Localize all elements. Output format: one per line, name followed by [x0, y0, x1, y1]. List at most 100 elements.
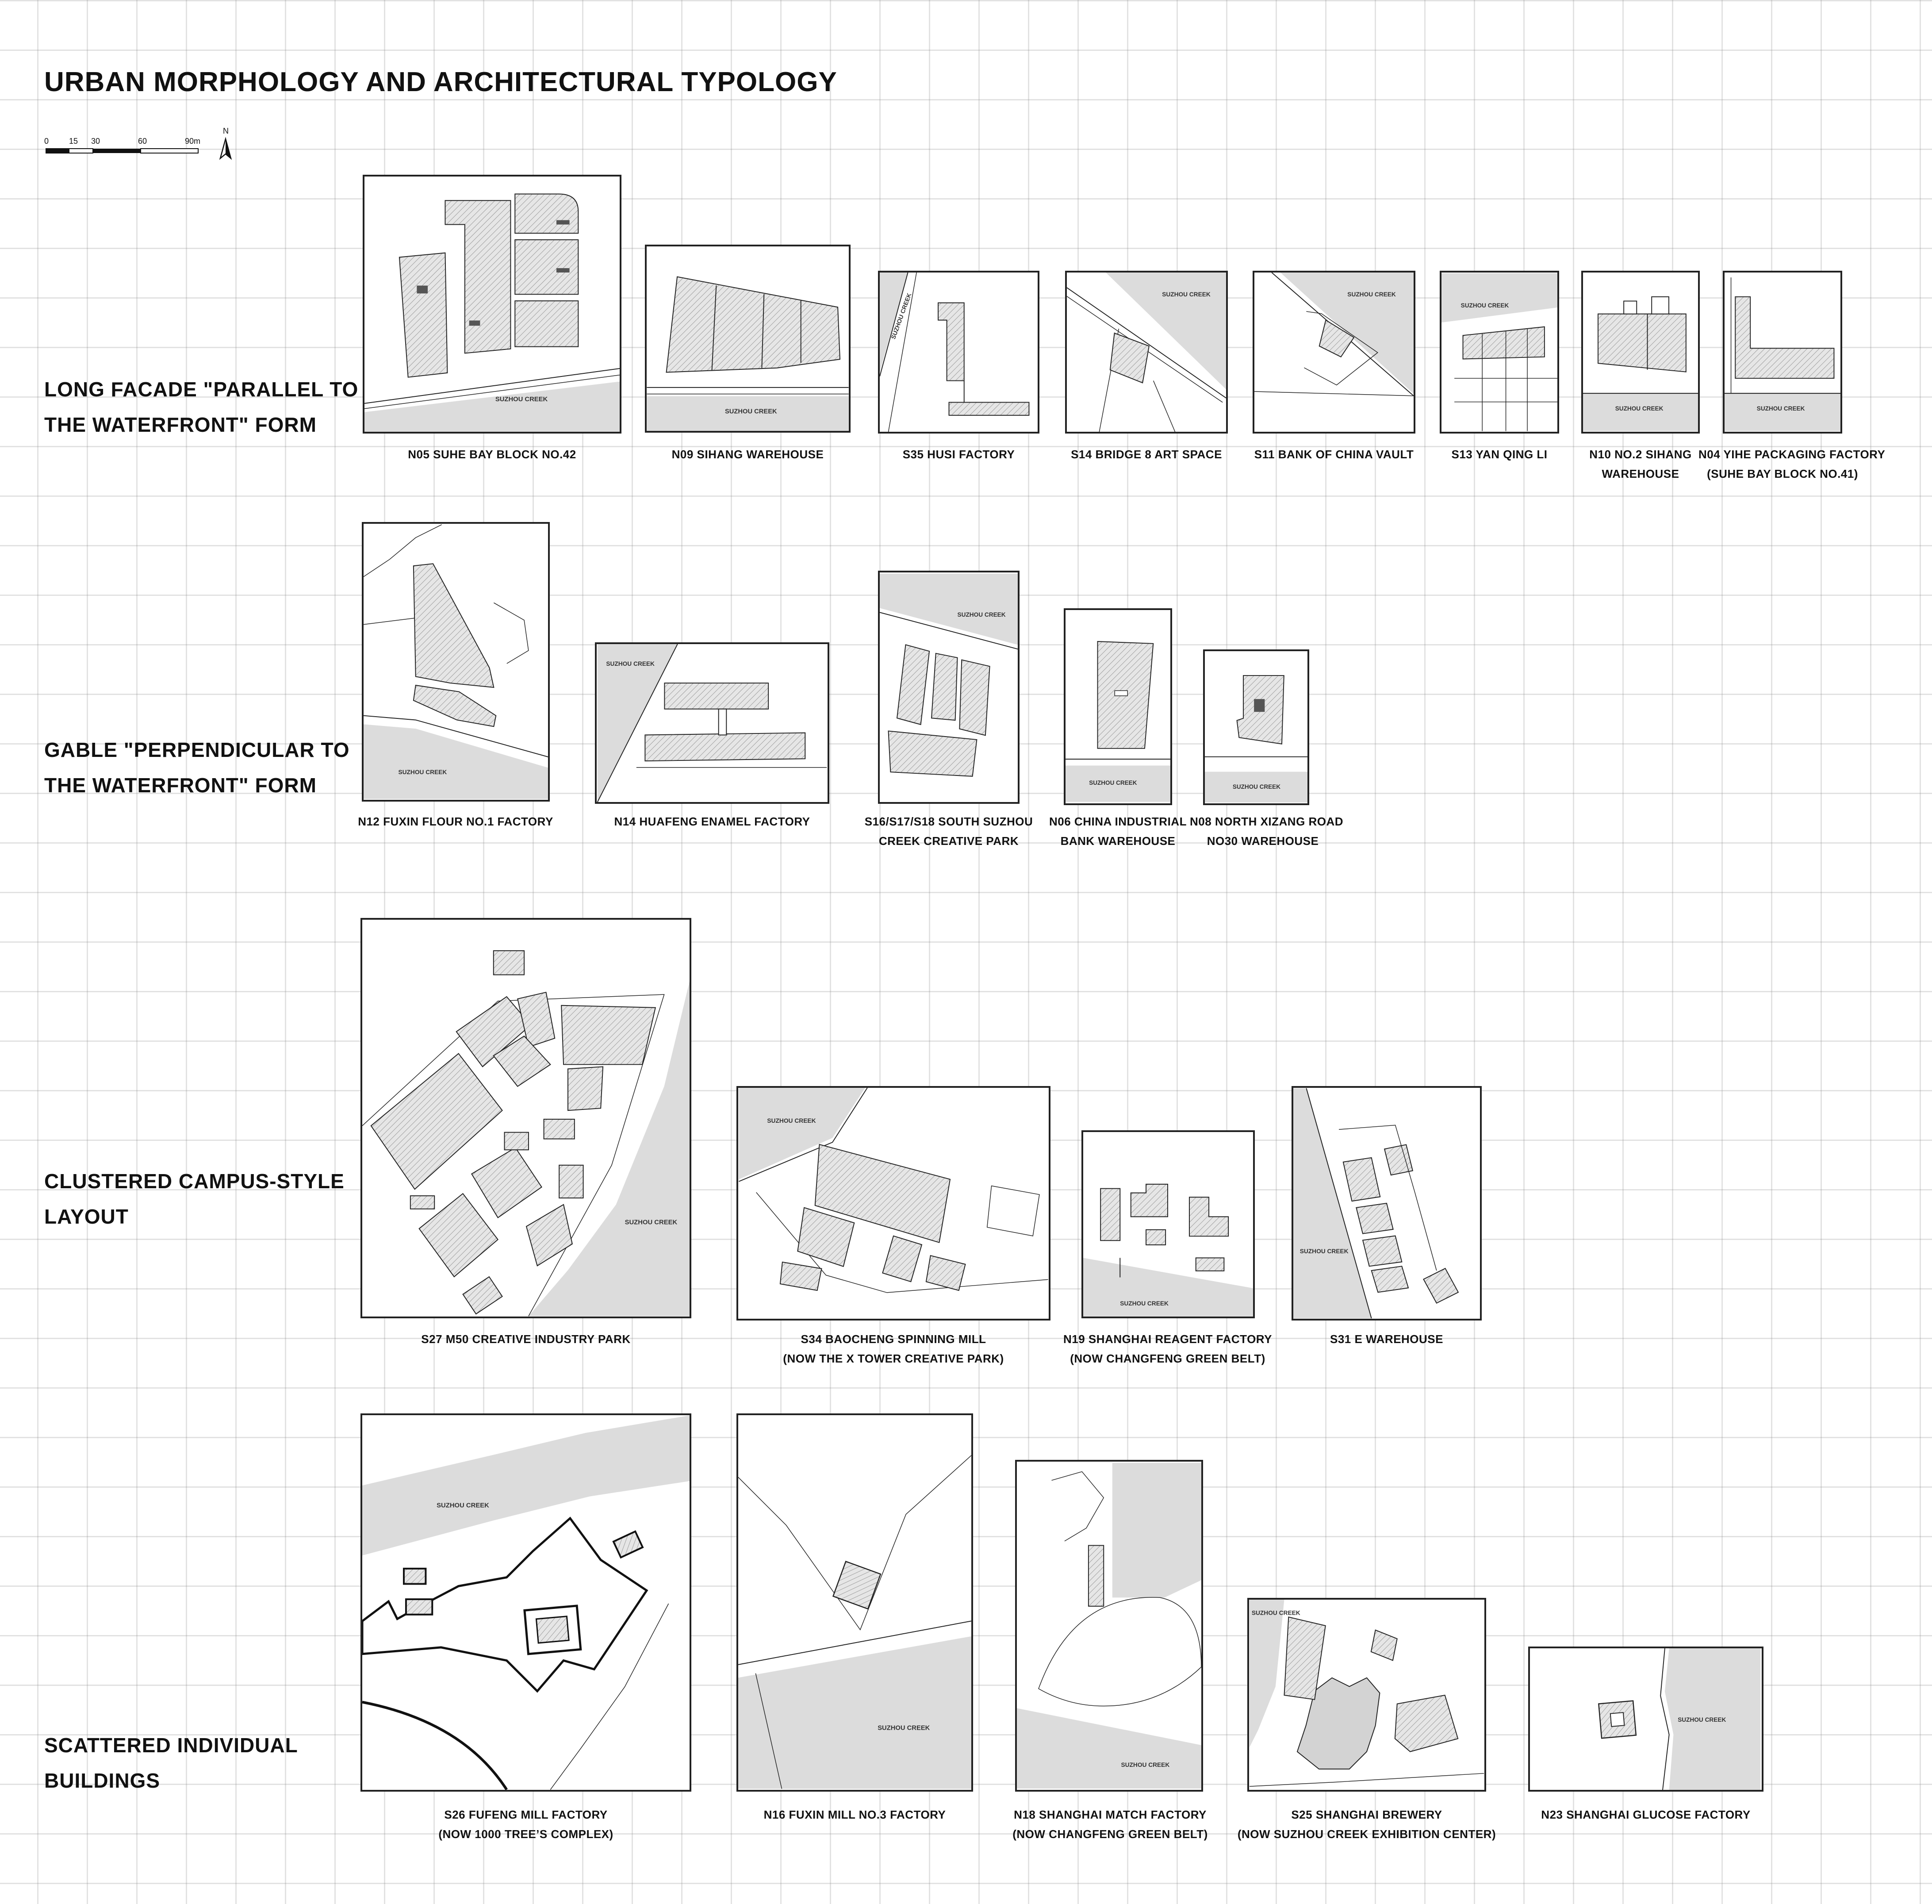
water-area — [528, 981, 690, 1317]
caption-n19: N19 SHANGHAI REAGENT FACTORY(NOW CHANGFE… — [1063, 1332, 1272, 1365]
building — [525, 1204, 573, 1267]
building — [413, 563, 494, 688]
plan-n14: SUZHOU CREEK — [595, 642, 829, 804]
caption-s31: S31 E WAREHOUSE — [1330, 1332, 1443, 1346]
water-label: SUZHOU CREEK — [1252, 1609, 1300, 1616]
water-label: SUZHOU CREEK — [606, 660, 655, 667]
building — [1356, 1202, 1394, 1234]
plan-n18: SUZHOU CREEK — [1015, 1460, 1203, 1792]
plan-n05: SUZHOU CREEK — [363, 175, 621, 434]
water-area — [880, 573, 1018, 645]
building — [362, 1516, 648, 1693]
water-area — [1083, 1258, 1253, 1317]
plan-s13: SUZHOU CREEK — [1440, 271, 1559, 434]
building — [514, 300, 579, 347]
caption-n23: N23 SHANGHAI GLUCOSE FACTORY — [1541, 1808, 1751, 1821]
category-clustered: CLUSTERED CAMPUS-STYLE LAYOUT — [44, 1163, 363, 1234]
plan-n19: SUZHOU CREEK — [1081, 1130, 1255, 1318]
building — [644, 732, 806, 762]
building — [931, 653, 958, 721]
water-area — [1441, 273, 1557, 323]
building — [1284, 1616, 1326, 1700]
caption-s26: S26 FUFENG MILL FACTORY(NOW 1000 TREE’S … — [438, 1808, 613, 1841]
caption-n04: N04 YIHE PACKAGING FACTORY(SUHE BAY BLOC… — [1698, 448, 1886, 480]
building — [1130, 1183, 1168, 1217]
building — [938, 302, 965, 381]
building — [882, 1235, 923, 1282]
building — [1384, 1144, 1414, 1176]
building — [410, 1195, 435, 1209]
plan-s31: SUZHOU CREEK — [1292, 1086, 1482, 1321]
water-label: SUZHOU CREEK — [495, 396, 548, 403]
building — [779, 1261, 822, 1291]
building — [561, 1005, 656, 1065]
water-area — [1280, 273, 1414, 394]
water-label: SUZHOU CREEK — [1678, 1716, 1726, 1723]
scale-tick-30: 30 — [91, 137, 100, 146]
svg-text:N: N — [223, 127, 229, 135]
building — [514, 193, 579, 234]
caption-n18: N18 SHANGHAI MATCH FACTORY(NOW CHANGFENG… — [1012, 1808, 1208, 1841]
caption-n16: N16 FUXIN MILL NO.3 FACTORY — [763, 1808, 946, 1821]
building — [1371, 1266, 1409, 1293]
water-label: SUZHOU CREEK — [1120, 1300, 1169, 1307]
building — [612, 1530, 644, 1559]
water-label: SUZHOU CREEK — [1089, 779, 1137, 786]
building — [405, 1598, 433, 1616]
category-label-line: BUILDINGS — [44, 1769, 160, 1792]
building — [559, 1164, 584, 1199]
building — [543, 1118, 575, 1140]
scale-bar: 0 15 30 60 90m N — [44, 127, 232, 160]
building — [514, 239, 579, 295]
building — [504, 1132, 529, 1151]
building — [1342, 1157, 1381, 1202]
water-area — [1066, 765, 1170, 802]
water-label: SUZHOU CREEK — [767, 1117, 816, 1124]
page-title: URBAN MORPHOLOGY AND ARCHITECTURAL TYPOL… — [44, 67, 837, 97]
category-label-line: CLUSTERED CAMPUS-STYLE — [44, 1170, 345, 1193]
plan-n12: SUZHOU CREEK — [362, 522, 550, 802]
building — [493, 1035, 551, 1087]
caption-n05: N05 SUHE BAY BLOCK NO.42 — [408, 448, 576, 461]
category-parallel: LONG FACADE "PARALLEL TO THE WATERFRONT"… — [44, 372, 363, 442]
plan-n10: SUZHOU CREEK — [1581, 271, 1700, 434]
building — [1100, 1188, 1121, 1241]
water-area — [1664, 1648, 1761, 1790]
building — [1146, 1229, 1166, 1246]
caption-s25: S25 SHANGHAI BREWERY(NOW SUZHOU CREEK EX… — [1237, 1808, 1496, 1841]
caption-s34: S34 BAOCHENG SPINNING MILL(NOW THE X TOW… — [783, 1332, 1004, 1365]
water-area — [647, 396, 849, 431]
plan-s35: SUZHOU CREEK — [878, 271, 1039, 434]
water-area — [738, 1636, 971, 1789]
water-area — [739, 1088, 865, 1179]
building — [445, 200, 511, 354]
plan-n08: SUZHOU CREEK — [1203, 649, 1309, 805]
scale-tick-0: 0 — [44, 137, 49, 146]
water-label: SUZHOU CREEK — [1757, 405, 1805, 412]
water-area — [364, 724, 548, 799]
caption-s27: S27 M50 CREATIVE INDUSTRY PARK — [421, 1332, 631, 1346]
category-label-line: LAYOUT — [44, 1205, 129, 1228]
water-label: SUZHOU CREEK — [958, 611, 1006, 618]
building — [403, 1567, 427, 1585]
water-area — [1112, 1463, 1201, 1598]
building — [1189, 1197, 1229, 1237]
caption-s13: S13 YAN QING LI — [1451, 448, 1548, 461]
plan-s34: SUZHOU CREEK — [736, 1086, 1050, 1321]
north-arrow-icon: N — [219, 127, 232, 160]
category-label-line: LONG FACADE "PARALLEL TO — [44, 378, 359, 401]
building — [471, 1147, 542, 1218]
water-label: SUZHOU CREEK — [1615, 405, 1664, 412]
building — [1735, 296, 1835, 379]
building — [1423, 1267, 1459, 1304]
building — [567, 1066, 604, 1111]
water-area — [1583, 393, 1698, 431]
water-area — [362, 1415, 690, 1556]
water-label: SUZHOU CREEK — [398, 769, 447, 775]
plan-s25: SUZHOU CREEK — [1247, 1598, 1486, 1792]
category-label-line: GABLE "PERPENDICULAR TO — [44, 738, 350, 761]
water-label: SUZHOU CREEK — [1347, 291, 1396, 298]
caption-s35: S35 HUSI FACTORY — [902, 448, 1015, 461]
